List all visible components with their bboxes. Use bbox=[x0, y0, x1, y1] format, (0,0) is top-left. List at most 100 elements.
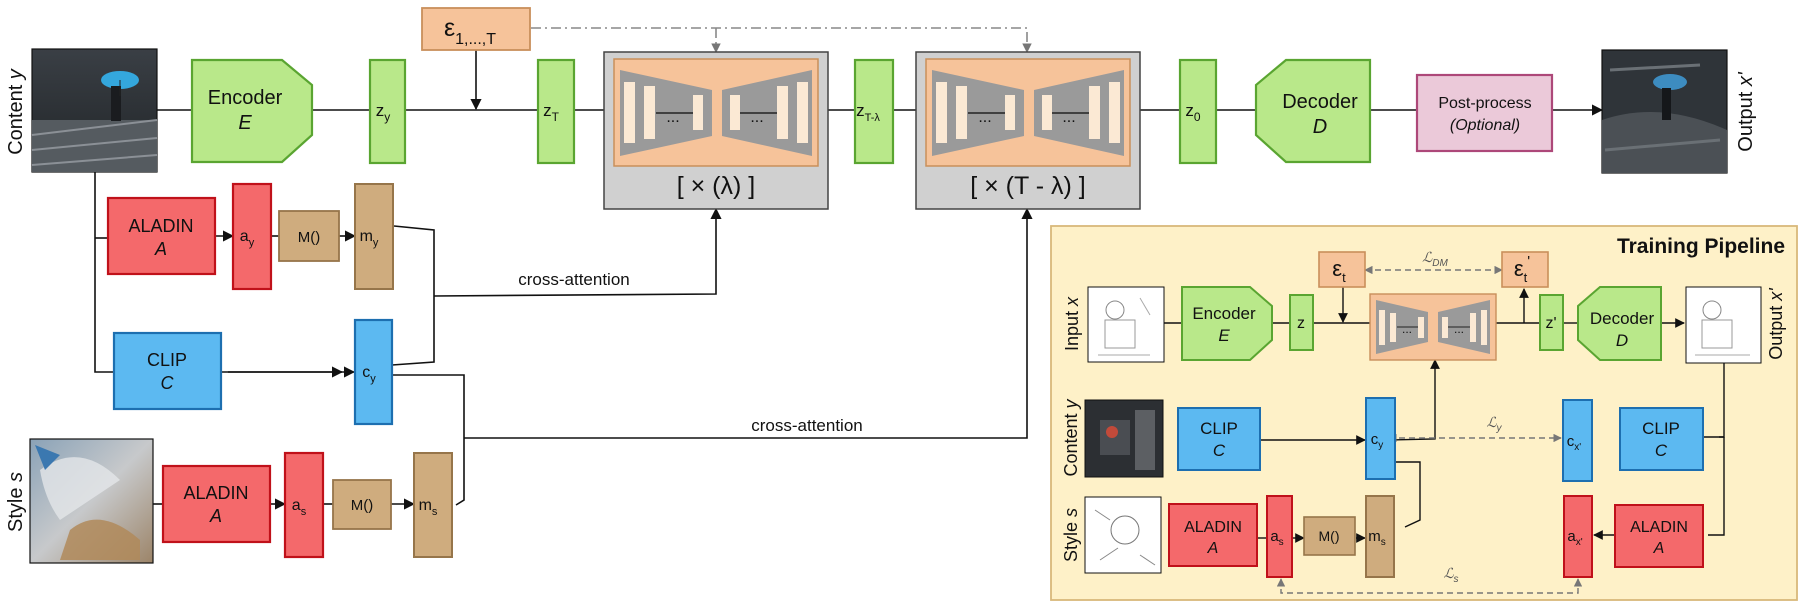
svg-text:as: as bbox=[292, 497, 307, 518]
style-image bbox=[29, 438, 154, 564]
svg-text:E: E bbox=[1218, 326, 1230, 345]
loss-s-label: ℒs bbox=[1443, 565, 1458, 585]
output-image bbox=[1601, 49, 1728, 174]
m-function-top: M() bbox=[278, 210, 340, 262]
decoder-block: Decoder D bbox=[1254, 58, 1372, 164]
svg-text:cy: cy bbox=[362, 364, 376, 385]
my-block: my bbox=[354, 183, 394, 290]
training-style-label: Style s bbox=[1061, 508, 1081, 562]
svg-text:εt: εt bbox=[1332, 256, 1346, 285]
unet-block-t-minus-lambda: ... ... [ × (T - λ) ] bbox=[915, 51, 1141, 210]
svg-text:ALADIN: ALADIN bbox=[183, 483, 248, 503]
svg-text:ms: ms bbox=[419, 497, 438, 518]
svg-text:A: A bbox=[209, 506, 222, 526]
output-label: Output x' bbox=[1735, 71, 1757, 152]
training-eps-t: εt bbox=[1318, 251, 1366, 288]
postprocess-title: Post-process bbox=[1438, 95, 1531, 112]
zT-lambda-latent: zT-λ bbox=[853, 58, 895, 165]
training-content-label: Content y bbox=[1061, 398, 1081, 476]
training-aladin-right: ALADIN A bbox=[1614, 504, 1704, 568]
svg-text:zT-λ: zT-λ bbox=[856, 101, 880, 124]
content-image bbox=[31, 48, 158, 173]
svg-text:ALADIN: ALADIN bbox=[1184, 519, 1242, 536]
svg-text:as: as bbox=[1270, 528, 1283, 548]
zy-latent: zy bbox=[368, 58, 407, 165]
loss-dm-label: ℒDM bbox=[1422, 249, 1448, 269]
postprocess-sub: (Optional) bbox=[1450, 117, 1520, 134]
svg-text:z0: z0 bbox=[1185, 101, 1201, 124]
training-decoder-block: Decoder D bbox=[1577, 286, 1662, 361]
unet2-dots-left: ... bbox=[978, 109, 991, 126]
training-input-image bbox=[1087, 286, 1165, 363]
svg-text:ax': ax' bbox=[1567, 528, 1582, 548]
ms-block: ms bbox=[413, 452, 453, 558]
svg-text:ALADIN: ALADIN bbox=[128, 216, 193, 236]
svg-text:ay: ay bbox=[240, 228, 255, 249]
svg-text:M(): M() bbox=[1319, 528, 1340, 544]
unet1-repeat-label: [ × (λ) ] bbox=[677, 172, 755, 200]
svg-text:CLIP: CLIP bbox=[147, 350, 187, 370]
training-cx-block: cx' bbox=[1562, 399, 1593, 482]
training-unet: ... ... bbox=[1369, 293, 1497, 361]
encoder-title: Encoder bbox=[208, 87, 283, 109]
svg-text:...: ... bbox=[1402, 322, 1412, 336]
svg-text:cy: cy bbox=[1371, 431, 1384, 451]
encoder-var: E bbox=[238, 112, 252, 134]
training-content-image bbox=[1084, 399, 1164, 478]
svg-text:C: C bbox=[161, 373, 175, 393]
training-title: Training Pipeline bbox=[1617, 235, 1785, 258]
unet1-dots-left: ... bbox=[666, 109, 679, 126]
unet2-repeat-label: [ × (T - λ) ] bbox=[970, 172, 1086, 200]
svg-text:zT: zT bbox=[543, 101, 560, 124]
training-eps-t-prime: εt' bbox=[1501, 251, 1549, 288]
training-z-latent: z bbox=[1289, 294, 1314, 351]
main-connectors bbox=[94, 46, 1604, 510]
training-cy-block: cy bbox=[1365, 397, 1396, 480]
svg-text:A: A bbox=[1207, 540, 1219, 557]
training-encoder-block: Encoder E bbox=[1181, 286, 1273, 361]
style-label: Style s bbox=[5, 472, 27, 532]
training-style-image bbox=[1084, 496, 1162, 574]
svg-text:...: ... bbox=[1454, 322, 1464, 336]
cross-attention-label-2: cross-attention bbox=[751, 416, 863, 435]
training-clip-right: CLIP C bbox=[1619, 407, 1704, 471]
training-output-label: Output x' bbox=[1766, 288, 1786, 360]
svg-text:z: z bbox=[1297, 315, 1305, 332]
postprocess-block: Post-process (Optional) bbox=[1415, 73, 1554, 153]
unet2-dots-right: ... bbox=[1062, 109, 1075, 126]
training-ms-block: ms bbox=[1365, 495, 1395, 578]
svg-text:εt': εt' bbox=[1514, 253, 1530, 285]
cy-block: cy bbox=[353, 318, 394, 426]
training-aladin-left: ALADIN A bbox=[1168, 503, 1258, 567]
aladin-style-block: ALADIN A bbox=[161, 464, 272, 544]
svg-text:A: A bbox=[1653, 540, 1665, 557]
svg-text:Decoder: Decoder bbox=[1590, 309, 1655, 328]
decoder-title: Decoder bbox=[1282, 91, 1358, 113]
svg-text:C: C bbox=[1213, 441, 1226, 460]
unet-block-lambda: ... ... [ × (λ) ] bbox=[603, 51, 829, 210]
noise-epsilon-box: ε1,...,T bbox=[421, 7, 531, 51]
m-function-bottom: M() bbox=[332, 479, 392, 530]
svg-text:Encoder: Encoder bbox=[1192, 304, 1256, 323]
decoder-var: D bbox=[1313, 116, 1327, 138]
training-input-label: Input x bbox=[1062, 296, 1082, 351]
aladin-content-block: ALADIN A bbox=[106, 196, 217, 276]
content-label: Content y bbox=[5, 68, 27, 155]
svg-text:CLIP: CLIP bbox=[1642, 419, 1680, 438]
svg-text:z': z' bbox=[1545, 315, 1556, 332]
svg-text:ALADIN: ALADIN bbox=[1630, 519, 1688, 536]
as-block: as bbox=[283, 451, 325, 559]
ay-block: ay bbox=[231, 182, 273, 291]
svg-text:A: A bbox=[154, 239, 167, 259]
cross-attention-label-1: cross-attention bbox=[518, 270, 630, 289]
training-clip-left: CLIP C bbox=[1177, 407, 1261, 471]
z0-latent: z0 bbox=[1178, 58, 1218, 165]
training-as-block: as bbox=[1266, 495, 1293, 578]
svg-text:M(): M() bbox=[351, 497, 374, 514]
clip-block: CLIP C bbox=[112, 331, 223, 411]
svg-text:D: D bbox=[1616, 331, 1628, 350]
training-loss-lines bbox=[1276, 265, 1583, 594]
svg-text:C: C bbox=[1655, 441, 1668, 460]
svg-text:ms: ms bbox=[1368, 528, 1386, 548]
